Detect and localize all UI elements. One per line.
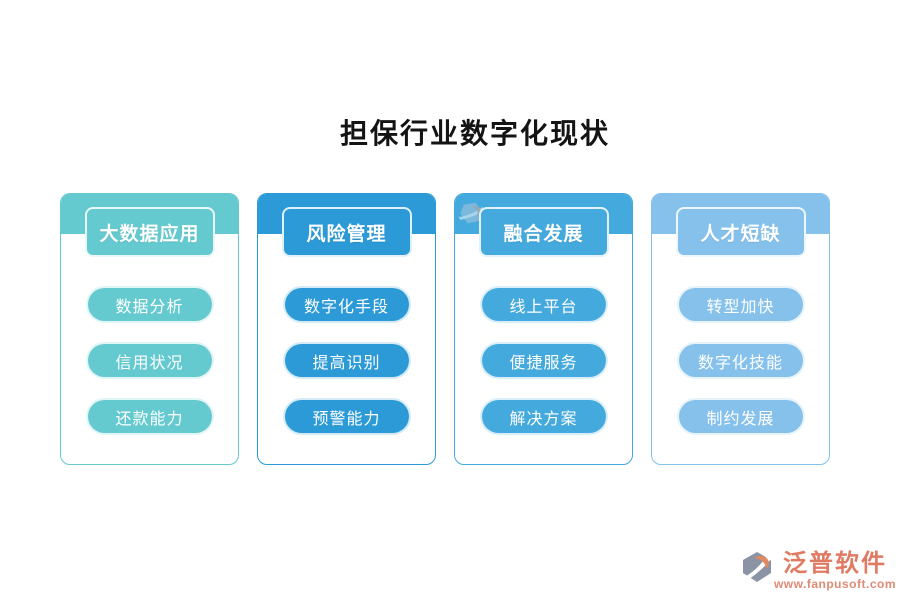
- category-header-label: 融合发展: [503, 223, 584, 245]
- item-pill: 线上平台: [479, 286, 608, 323]
- item-label: 线上平台: [509, 298, 578, 316]
- item-label: 还款能力: [115, 410, 184, 428]
- brand-footer: 泛普软件 www.fanpusoft.com: [741, 549, 896, 591]
- category-header: 人才短缺: [675, 207, 806, 257]
- category-columns: 大数据应用 数据分析 信用状况 还款能力 风险管理 数字化手段 提高识别 预警能…: [60, 193, 830, 465]
- item-pill: 便捷服务: [479, 342, 608, 379]
- item-label: 信用状况: [115, 354, 184, 372]
- item-pill: 数字化技能: [676, 342, 805, 379]
- item-pill: 数字化手段: [282, 286, 411, 323]
- item-label: 便捷服务: [509, 354, 578, 372]
- item-pill: 提高识别: [282, 342, 411, 379]
- fanpu-gem-icon: [741, 551, 772, 582]
- category-card-integration: 泛普软件 www.fanpusoft.com 融合发展 线上平台 便捷服务 解决…: [454, 193, 633, 465]
- category-header-label: 人才短缺: [700, 223, 781, 245]
- category-header-label: 风险管理: [306, 223, 387, 245]
- category-card-talent: 人才短缺 转型加快 数字化技能 制约发展: [651, 193, 830, 465]
- item-pill: 解决方案: [479, 398, 608, 435]
- category-header: 融合发展: [478, 207, 609, 257]
- category-card-big-data: 大数据应用 数据分析 信用状况 还款能力: [60, 193, 239, 465]
- item-pill: 还款能力: [85, 398, 214, 435]
- item-label: 制约发展: [706, 410, 775, 428]
- brand-name: 泛普软件: [782, 549, 887, 577]
- category-card-risk: 风险管理 数字化手段 提高识别 预警能力: [257, 193, 436, 465]
- item-label: 数据分析: [115, 298, 184, 316]
- item-pill: 数据分析: [85, 286, 214, 323]
- category-header-label: 大数据应用: [99, 223, 200, 245]
- item-label: 提高识别: [312, 354, 381, 372]
- item-pill: 信用状况: [85, 342, 214, 379]
- category-header: 大数据应用: [84, 207, 215, 257]
- item-pill: 预警能力: [282, 398, 411, 435]
- item-label: 数字化手段: [303, 298, 389, 316]
- item-label: 数字化技能: [697, 354, 783, 372]
- brand-url: www.fanpusoft.com: [773, 577, 896, 591]
- item-label: 解决方案: [509, 410, 578, 428]
- item-pill: 转型加快: [676, 286, 805, 323]
- page-title: 担保行业数字化现状: [339, 117, 610, 150]
- item-label: 转型加快: [706, 298, 775, 316]
- item-label: 预警能力: [312, 410, 381, 428]
- category-header: 风险管理: [281, 207, 412, 257]
- item-pill: 制约发展: [676, 398, 805, 435]
